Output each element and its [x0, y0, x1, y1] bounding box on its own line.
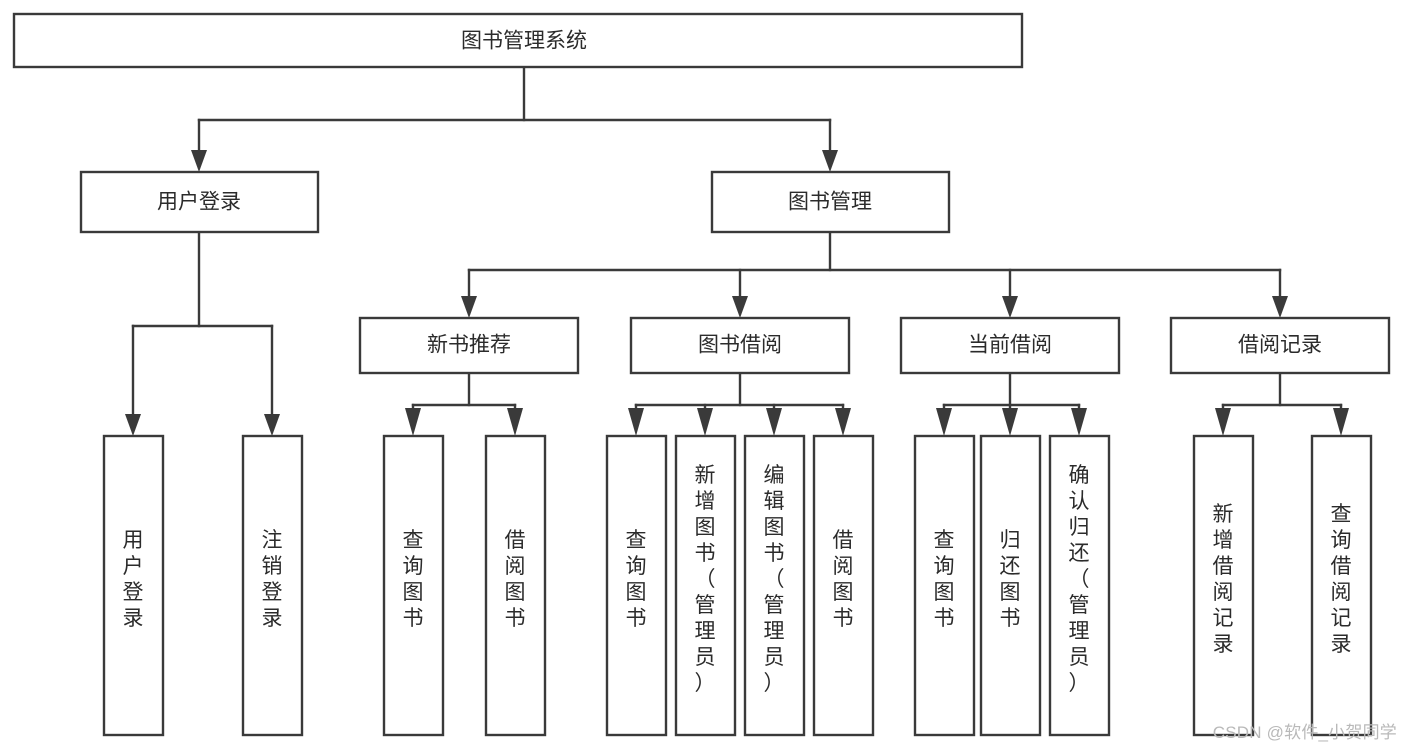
arrow-leaf-query-book-2	[628, 408, 644, 436]
node-book-borrow[interactable]: 图书借阅	[629, 316, 851, 375]
node-leaf-edit-book-box[interactable]	[743, 434, 806, 737]
connector-group-book-management-to-level2	[461, 230, 1288, 318]
arrow-leaf-query-record	[1333, 408, 1349, 436]
arrow-leaf-query-book-1	[405, 408, 421, 436]
node-new-book-recommend[interactable]: 新书推荐	[358, 316, 580, 375]
node-leaf-borrow-book-1-label: 借阅图书	[505, 529, 526, 630]
connector-group-borrow-record-to-leaves	[1215, 371, 1349, 436]
node-leaf-confirm-return[interactable]: 确认归还（管理员）	[1048, 434, 1111, 737]
node-leaf-query-book-1-label: 查询图书	[403, 529, 424, 630]
node-leaf-add-book[interactable]: 新增图书（管理员）	[674, 434, 737, 737]
node-user-login-label: 用户登录	[157, 191, 241, 214]
node-leaf-logout-login-box[interactable]	[241, 434, 304, 737]
node-current-borrow-box[interactable]	[899, 316, 1121, 375]
node-leaf-query-book-1-box[interactable]	[382, 434, 445, 737]
node-leaf-edit-book[interactable]: 编辑图书（管理员）	[743, 434, 806, 737]
node-leaf-return-book[interactable]: 归还图书	[979, 434, 1042, 737]
node-leaf-query-record-box[interactable]	[1310, 434, 1373, 737]
node-leaf-query-book-3[interactable]: 查询图书	[913, 434, 976, 737]
node-leaf-add-book-box[interactable]	[674, 434, 737, 737]
arrow-leaf-add-book	[697, 408, 713, 436]
arrow-leaf-return-book	[1002, 408, 1018, 436]
node-root[interactable]: 图书管理系统	[12, 12, 1024, 69]
node-leaf-borrow-book-2-label: 借阅图书	[833, 529, 854, 630]
node-leaf-user-login[interactable]: 用户登录	[102, 434, 165, 737]
node-user-login-box[interactable]	[79, 170, 320, 234]
node-leaf-user-login-label: 用户登录	[123, 529, 144, 630]
node-leaf-confirm-return-box[interactable]	[1048, 434, 1111, 737]
arrow-leaf-query-book-3	[936, 408, 952, 436]
node-book-management-label: 图书管理	[788, 191, 872, 214]
node-root-box[interactable]	[12, 12, 1024, 69]
node-leaf-add-record-box[interactable]	[1192, 434, 1255, 737]
arrow-current-borrow	[1002, 296, 1018, 318]
node-leaf-query-book-2-label: 查询图书	[626, 529, 647, 630]
node-book-borrow-box[interactable]	[629, 316, 851, 375]
arrow-leaf-borrow-book-1	[507, 408, 523, 436]
node-leaf-user-login-box[interactable]	[102, 434, 165, 737]
node-leaf-query-book-3-box[interactable]	[913, 434, 976, 737]
node-leaf-query-book-2[interactable]: 查询图书	[605, 434, 668, 737]
connector-group-book-borrow-to-leaves	[628, 371, 851, 436]
arrow-leaf-confirm-return	[1071, 408, 1087, 436]
arrow-leaf-borrow-book-2	[835, 408, 851, 436]
node-leaf-query-book-2-box[interactable]	[605, 434, 668, 737]
node-leaf-edit-book-label: 编辑图书（管理员）	[764, 464, 785, 695]
node-user-login[interactable]: 用户登录	[79, 170, 320, 234]
node-leaf-add-record-label: 新增借阅记录	[1213, 503, 1234, 656]
node-leaf-return-book-box[interactable]	[979, 434, 1042, 737]
arrow-leaf-logout-login	[264, 414, 280, 436]
connector-group-user-login-to-leaves	[125, 230, 280, 436]
node-leaf-logout-login[interactable]: 注销登录	[241, 434, 304, 737]
node-leaf-add-record[interactable]: 新增借阅记录	[1192, 434, 1255, 737]
node-leaf-borrow-book-1[interactable]: 借阅图书	[484, 434, 547, 737]
node-leaf-return-book-label: 归还图书	[1000, 529, 1021, 630]
node-leaf-borrow-book-2-box[interactable]	[812, 434, 875, 737]
node-current-borrow-label: 当前借阅	[968, 334, 1052, 357]
node-leaf-query-book-1[interactable]: 查询图书	[382, 434, 445, 737]
arrow-leaf-user-login	[125, 414, 141, 436]
node-leaf-query-record[interactable]: 查询借阅记录	[1310, 434, 1373, 737]
node-new-book-recommend-label: 新书推荐	[427, 334, 511, 357]
arrow-book-management	[822, 150, 838, 172]
node-leaf-borrow-book-2[interactable]: 借阅图书	[812, 434, 875, 737]
arrow-borrow-record	[1272, 296, 1288, 318]
arrow-leaf-add-record	[1215, 408, 1231, 436]
arrow-user-login	[191, 150, 207, 172]
csdn-watermark: CSDN @软件_小贺同学	[1212, 723, 1397, 742]
node-book-management-box[interactable]	[710, 170, 951, 234]
connector-group-new-book-to-leaves	[405, 371, 523, 436]
node-new-book-recommend-box[interactable]	[358, 316, 580, 375]
node-leaf-logout-login-label: 注销登录	[262, 529, 283, 630]
node-book-borrow-label: 图书借阅	[698, 334, 782, 357]
node-leaf-add-book-label: 新增图书（管理员）	[695, 464, 716, 695]
node-current-borrow[interactable]: 当前借阅	[899, 316, 1121, 375]
node-borrow-record[interactable]: 借阅记录	[1169, 316, 1391, 375]
node-borrow-record-box[interactable]	[1169, 316, 1391, 375]
arrow-new-book-recommend	[461, 296, 477, 318]
node-leaf-confirm-return-label: 确认归还（管理员）	[1069, 464, 1090, 695]
node-leaf-borrow-book-1-box[interactable]	[484, 434, 547, 737]
arrow-leaf-edit-book	[766, 408, 782, 436]
connector-group-current-borrow-to-leaves	[936, 371, 1087, 436]
node-root-label: 图书管理系统	[461, 30, 587, 53]
node-leaf-query-record-label: 查询借阅记录	[1331, 503, 1352, 656]
node-borrow-record-label: 借阅记录	[1238, 334, 1322, 357]
node-leaf-query-book-3-label: 查询图书	[934, 529, 955, 630]
connector-group-root-to-level1	[191, 65, 838, 172]
node-book-management[interactable]: 图书管理	[710, 170, 951, 234]
arrow-book-borrow	[732, 296, 748, 318]
